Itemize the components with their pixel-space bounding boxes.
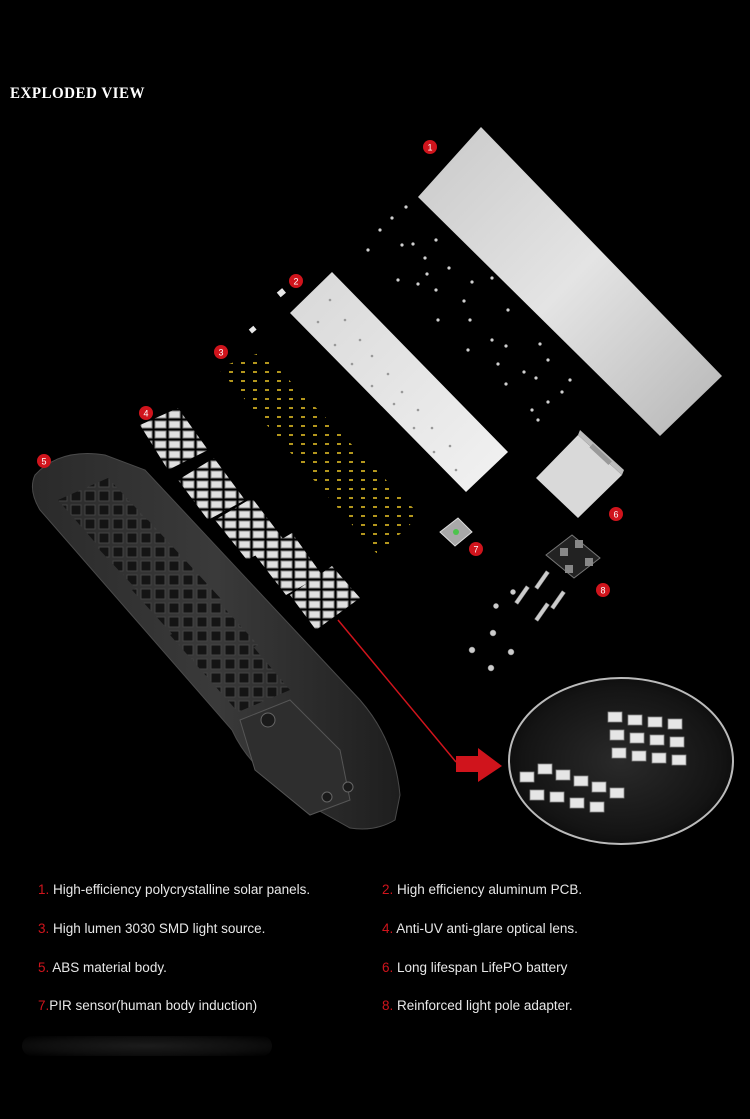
legend-number: 2. — [382, 882, 394, 897]
aluminum-pcb — [290, 272, 508, 492]
component-legend: 1. High-efficiency polycrystalline solar… — [0, 870, 750, 1030]
pcb-connector — [276, 288, 286, 298]
exploded-illustration: 1 2 3 4 5 6 7 8 — [31, 127, 734, 845]
legend-item-8: 8. Reinforced light pole adapter. — [382, 998, 573, 1013]
legend-text: High-efficiency polycrystalline solar pa… — [49, 882, 311, 897]
legend-number: 5. — [38, 960, 50, 975]
legend-item-3: 3. High lumen 3030 SMD light source. — [38, 921, 265, 936]
pcb-holes — [316, 298, 458, 472]
legend-number: 7. — [38, 998, 50, 1013]
callout-1: 1 — [423, 140, 437, 154]
legend-item-6: 6. Long lifespan LifePO battery — [382, 960, 567, 975]
legend-text: ABS material body. — [49, 960, 167, 975]
lifepo-battery — [536, 430, 624, 518]
svg-text:8: 8 — [600, 586, 605, 596]
svg-text:6: 6 — [613, 510, 618, 520]
adapter-bolts — [468, 570, 566, 672]
svg-text:3: 3 — [218, 348, 223, 358]
legend-text: High efficiency aluminum PCB. — [393, 882, 583, 897]
callout-6: 6 — [609, 507, 623, 521]
pcb-connector-2 — [248, 325, 257, 334]
callout-7: 7 — [469, 542, 483, 556]
bottom-shadow-bar — [22, 1036, 272, 1056]
legend-text: Reinforced light pole adapter. — [393, 998, 573, 1013]
svg-text:4: 4 — [143, 409, 148, 419]
legend-item-5: 5. ABS material body. — [38, 960, 167, 975]
legend-text: Anti-UV anti-glare optical lens. — [393, 921, 578, 936]
page-title: EXPLODED VIEW — [10, 85, 145, 103]
legend-item-1: 1. High-efficiency polycrystalline solar… — [38, 882, 310, 897]
body-mount — [239, 699, 354, 816]
optical-lens-array — [140, 408, 360, 630]
pir-sensor — [439, 517, 473, 547]
panel-screws — [366, 205, 572, 422]
pole-adapter — [545, 534, 601, 579]
legend-text: High lumen 3030 SMD light source. — [49, 921, 266, 936]
callout-8: 8 — [596, 583, 610, 597]
lens-detail-circle — [508, 677, 734, 845]
legend-item-4: 4. Anti-UV anti-glare optical lens. — [382, 921, 578, 936]
legend-number: 3. — [38, 921, 50, 936]
legend-text: PIR sensor(human body induction) — [49, 998, 258, 1013]
body-grid — [58, 478, 290, 712]
svg-text:2: 2 — [293, 277, 298, 287]
legend-number: 4. — [382, 921, 394, 936]
legend-number: 1. — [38, 882, 50, 897]
legend-text: Long lifespan LifePO battery — [393, 960, 568, 975]
svg-text:7: 7 — [473, 545, 478, 555]
legend-number: 6. — [382, 960, 394, 975]
svg-text:1: 1 — [427, 143, 432, 153]
legend-item-7: 7.PIR sensor(human body induction) — [38, 998, 257, 1013]
led-light-source — [218, 352, 420, 555]
callout-5: 5 — [37, 454, 51, 468]
legend-number: 8. — [382, 998, 394, 1013]
solar-panel — [418, 127, 722, 436]
callout-3: 3 — [214, 345, 228, 359]
detail-arrow — [337, 619, 502, 782]
callout-2: 2 — [289, 274, 303, 288]
callout-4: 4 — [139, 406, 153, 420]
legend-item-2: 2. High efficiency aluminum PCB. — [382, 882, 582, 897]
svg-text:5: 5 — [41, 457, 46, 467]
